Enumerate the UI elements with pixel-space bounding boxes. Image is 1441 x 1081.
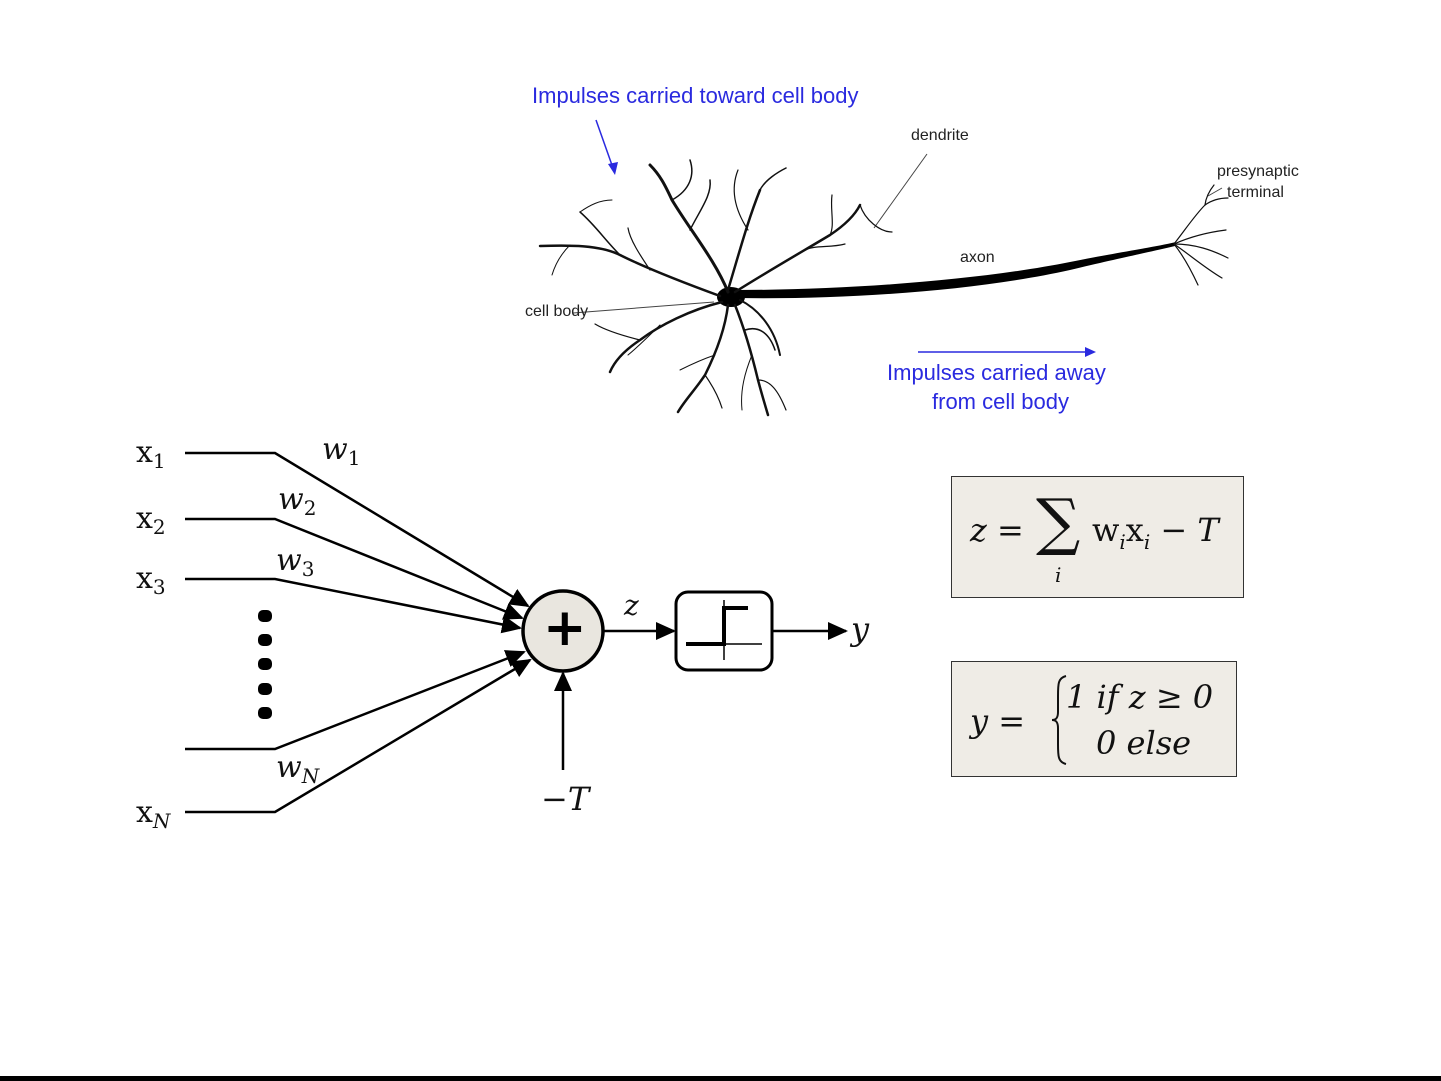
weight-w2: w2 [278, 482, 316, 520]
input-lines [185, 453, 530, 812]
weight-w3: w3 [276, 543, 314, 581]
input-x1: x1 [136, 435, 166, 473]
weight-w1: w1 [322, 432, 360, 470]
bottom-border [0, 1076, 1441, 1081]
y-equation-lhs: y = [970, 702, 1025, 740]
y-label: y [851, 610, 869, 648]
input-xn: xN [136, 795, 170, 833]
sum-index: i [1055, 563, 1061, 587]
sum-sign: ∑ [1036, 487, 1080, 557]
z-equation-box: z = ∑ i wixi − T [951, 476, 1244, 598]
input-x2: x2 [136, 501, 166, 539]
z-equation-lhs: z = [970, 511, 1024, 549]
ellipsis-dots [258, 610, 272, 719]
y-equation-box: y = 1 if z ≥ 0 0 else [951, 661, 1237, 777]
threshold-label: −T [541, 780, 589, 818]
plus-symbol: + [543, 598, 587, 658]
input-x3: x3 [136, 561, 166, 599]
z-equation-rhs: wixi − T [1092, 511, 1219, 554]
weight-wn: wN [276, 750, 319, 788]
case-1: 1 if z ≥ 0 [1066, 678, 1213, 716]
z-label: z [624, 589, 639, 622]
case-2: 0 else [1096, 724, 1191, 762]
